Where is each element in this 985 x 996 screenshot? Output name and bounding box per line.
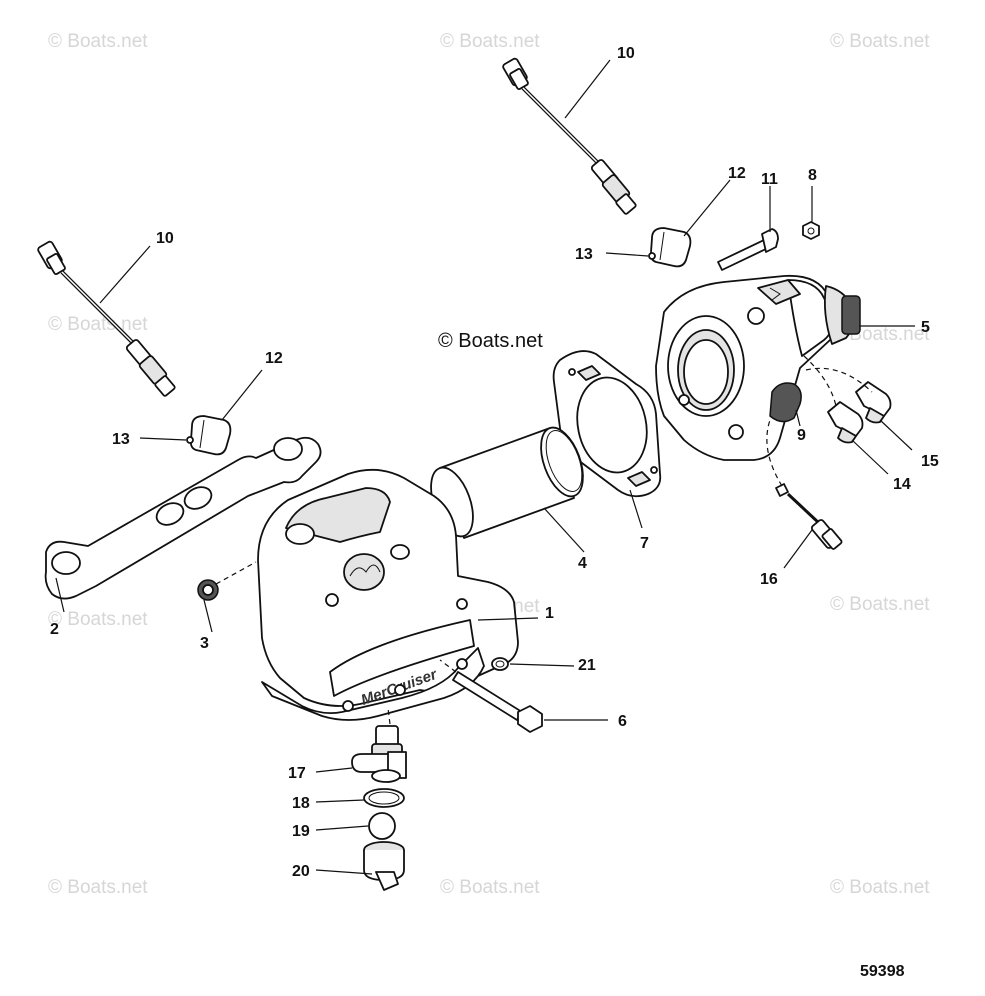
part-12-clip-left <box>186 415 232 456</box>
watermark: © Boats.net <box>48 609 148 630</box>
watermark: © Boats.net <box>48 314 148 335</box>
callout-6: 6 <box>618 713 627 730</box>
part-12-clip-top <box>648 227 692 268</box>
callout-13-left: 13 <box>112 431 130 448</box>
callout-7: 7 <box>640 535 649 552</box>
part-3-plug <box>197 579 219 601</box>
part-21-o-ring <box>491 657 509 671</box>
alignment-lines <box>215 355 873 725</box>
part-11-bolt <box>717 228 779 271</box>
callout-10-top: 10 <box>617 45 635 62</box>
watermark: © Boats.net <box>440 877 540 898</box>
part-18-o-ring <box>363 788 405 808</box>
figure-number: 59398 <box>860 963 905 980</box>
callout-9: 9 <box>797 427 806 444</box>
callout-13-top: 13 <box>575 246 593 263</box>
part-10-oxygen-sensor-top <box>502 57 637 215</box>
callout-20: 20 <box>292 863 310 880</box>
part-14-fitting <box>827 401 864 444</box>
callout-15: 15 <box>921 453 939 470</box>
callout-16: 16 <box>760 571 778 588</box>
watermark: © Boats.net <box>830 594 930 615</box>
callout-14: 14 <box>893 476 911 493</box>
watermark: © Boats.net <box>440 31 540 52</box>
callout-2: 2 <box>50 621 59 638</box>
part-16-temperature-sensor <box>775 483 843 550</box>
part-1-exhaust-manifold: MerCruiser <box>257 468 519 721</box>
part-6-bolt <box>452 671 543 733</box>
callout-21: 21 <box>578 657 596 674</box>
callout-5: 5 <box>921 319 930 336</box>
watermark: © Boats.net <box>48 31 148 52</box>
brand-label: © Boats.net <box>438 330 543 352</box>
part-5-exhaust-elbow <box>655 274 915 461</box>
callout-10-left: 10 <box>156 230 174 247</box>
part-20-fitting <box>363 841 405 891</box>
callout-19: 19 <box>292 823 310 840</box>
watermark: © Boats.net <box>48 877 148 898</box>
callout-8: 8 <box>808 167 817 184</box>
part-15-fitting <box>855 381 892 424</box>
callout-12-left: 12 <box>265 350 283 367</box>
callout-12-top: 12 <box>728 165 746 182</box>
callout-1: 1 <box>545 605 554 622</box>
watermark: © Boats.net <box>830 877 930 898</box>
callout-11: 11 <box>761 171 778 188</box>
callout-18: 18 <box>292 795 310 812</box>
part-9-cap <box>769 382 802 423</box>
part-8-nut <box>802 221 820 240</box>
part-17-fitting <box>351 725 407 783</box>
callout-4: 4 <box>578 555 587 572</box>
callout-3: 3 <box>200 635 209 652</box>
callout-labels: 10 10 12 12 11 8 13 13 5 9 15 14 16 7 4 … <box>50 45 939 880</box>
callout-17: 17 <box>288 765 306 782</box>
leader-lines <box>55 59 913 875</box>
part-10-oxygen-sensor-left <box>37 240 176 397</box>
part-2-manifold-gasket <box>44 436 322 600</box>
part-19-ball <box>368 812 396 840</box>
watermark: © Boats.net <box>830 31 930 52</box>
